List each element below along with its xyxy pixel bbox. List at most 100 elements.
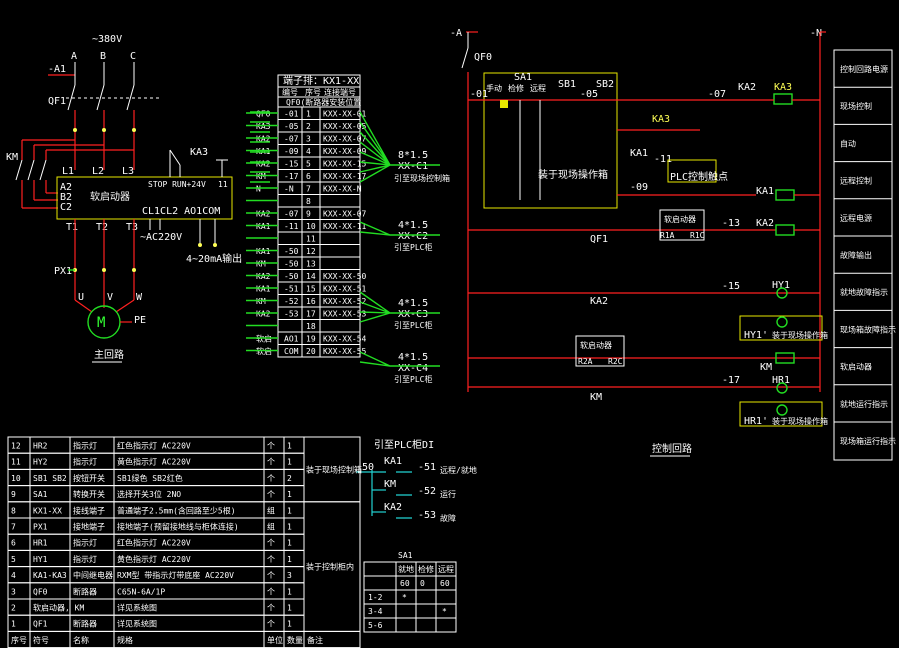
terminal-col-no: 编号: [282, 87, 298, 97]
wire-07: -07: [708, 89, 726, 100]
sa1-angle-cell: 0: [420, 579, 425, 588]
bom-cell-qty: 1: [287, 604, 292, 613]
terminal-row-label: KA1: [256, 247, 271, 256]
soft-starter-relay-2-name: 软启动器: [580, 340, 612, 350]
qf0-label: QF0: [474, 52, 492, 63]
soft-starter-bottom-terminals: CL1CL2 AO1COM: [142, 206, 220, 217]
input-l2: L2: [92, 166, 104, 177]
terminal-row-idx: 8: [306, 197, 311, 206]
sa1-contact-cell: 3-4: [368, 607, 383, 616]
ka1-coil: [775, 189, 795, 201]
phase-c-label: C: [130, 51, 136, 62]
field-box-2b-label: 装于现场操作箱: [772, 416, 828, 426]
terminal-header: 端子排：KX1-XX: [283, 74, 359, 87]
terminal-row-code: KXX-XX-09: [323, 147, 367, 156]
sa1-header-cell: 检修: [418, 564, 434, 574]
wire-17: -17: [722, 375, 740, 386]
terminal-row-idx: 13: [306, 260, 316, 269]
plc-di-block: 引至PLC柜DI -50 KA1 -51 远程/就地 KM -52 运行 KA2…: [356, 438, 477, 523]
terminal-v: V: [107, 292, 113, 303]
soft-starter-relay-2: [575, 335, 625, 367]
signal-output-label: 4~20mA输出: [186, 252, 242, 265]
plc-row-1-dev: KA1: [384, 456, 402, 467]
sa1-mark-cell: *: [402, 593, 407, 602]
terminal-row-idx: 16: [306, 297, 316, 306]
ka3-contact-label: KA3: [652, 114, 670, 125]
bom-cell-qty: 1: [287, 442, 292, 451]
right-label: 控制回路电源: [840, 64, 888, 74]
terminal-row-no: -07: [284, 135, 299, 144]
ka1-coil-label: KA1: [756, 186, 774, 197]
right-label: 现场控制: [840, 101, 872, 111]
terminal-row-no: -09: [284, 147, 299, 156]
bom-cell-no: 6: [11, 539, 16, 548]
terminal-row-idx: 10: [306, 222, 316, 231]
terminal-row-no: -05: [284, 122, 299, 131]
soft-starter-box: [56, 176, 233, 220]
sb1-label: SB1: [558, 79, 576, 90]
right-label: 就地故障指示: [840, 287, 888, 297]
right-label: 软启动器: [840, 362, 872, 372]
cable-2-dest: 引至PLC柜: [394, 242, 432, 252]
bom-cell-unit: 个: [267, 587, 275, 596]
bom-cell-spec: C65N-6A/1P: [117, 587, 165, 596]
sa1-label: SA1: [514, 72, 532, 83]
sa1-angle-cell: 60: [440, 579, 450, 588]
bom-cell-name: 指示灯: [73, 554, 97, 564]
soft-starter-top-number: 11: [218, 180, 228, 189]
bom-cell-sym: SA1: [33, 490, 48, 499]
terminal-row-idx: 2: [306, 122, 311, 131]
cable-1-spec: 8*1.5: [398, 150, 428, 161]
bom-cell-name: 指示灯: [73, 538, 97, 548]
terminal-row-code: KXX-XX-55: [323, 347, 367, 356]
pe-label: PE: [134, 315, 146, 326]
qf1-breaker-label: QF1: [48, 96, 66, 107]
soft-starter-name: 软启动器: [90, 190, 130, 203]
terminal-row: 11: [246, 231, 361, 245]
terminal-row-label: KA2: [256, 135, 271, 144]
bom-cell-name: 指示灯: [73, 441, 97, 451]
bom-cell-spec: 红色指示灯 AC220V: [117, 538, 191, 548]
input-l3: L3: [122, 166, 134, 177]
sa1-pos-1: 手动: [486, 83, 502, 93]
field-box-1: [483, 72, 618, 209]
bom-cell-unit: 组: [267, 522, 275, 532]
soft-starter-relay-1-name: 软启动器: [664, 214, 696, 224]
bom-cell-spec: 接地端子(预留接地线与柜体连接): [117, 522, 239, 532]
ka2-coil-label: KA2: [756, 218, 774, 229]
terminal-row-label: KM: [256, 172, 266, 181]
output-t3: T3: [126, 222, 138, 233]
terminal-row-code: KXX-XX-53: [323, 310, 367, 319]
wire-13: -13: [722, 218, 740, 229]
terminal-row-code: KXX-XX-17: [323, 172, 367, 181]
field-box-2a-label: 装于现场操作箱: [772, 330, 828, 340]
bom-cell-sym: PX1: [33, 523, 48, 532]
bom-cell-name: 指示灯: [73, 457, 97, 467]
terminal-col-code: 连接端号: [324, 87, 356, 97]
bom-group-1: 装于现场控制箱: [306, 464, 362, 474]
wire-09: -09: [630, 182, 648, 193]
right-label: 故障输出: [840, 250, 872, 260]
bom-cell-no: 10: [11, 474, 21, 483]
hy1b-lamp-icon: [776, 316, 788, 328]
output-t2: T2: [96, 222, 108, 233]
terminal-row-no: -17: [284, 172, 299, 181]
bom-cell-no: 3: [11, 587, 16, 596]
sa1-table-title: SA1: [398, 551, 413, 560]
bom-cell-unit: 个: [267, 620, 275, 629]
phase-b-label: B: [100, 51, 106, 62]
plc-row-3-desc: 故障: [440, 513, 456, 523]
bom-cell-sym: KA1-KA3: [33, 571, 67, 580]
terminal-row-code: KXX-XX-11: [323, 222, 367, 231]
ka3-coil: [773, 93, 793, 105]
terminal-row-code: KXX-XX-01: [323, 110, 367, 119]
bom-cell-qty: 1: [287, 506, 292, 515]
wire-05: -05: [580, 89, 598, 100]
